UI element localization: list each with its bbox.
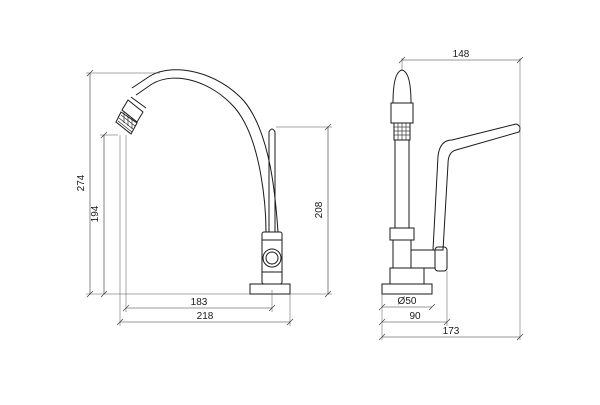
spout-tube-inner — [131, 69, 279, 233]
dim-total-reach-label: 218 — [197, 311, 214, 322]
front-handle-lever — [432, 123, 521, 251]
spout-nozzle-collar — [130, 96, 147, 109]
front-valve-cap — [434, 246, 448, 272]
valve-cap-inner — [265, 251, 279, 265]
handle-lever — [268, 128, 276, 232]
spout-nozzle — [121, 99, 144, 123]
spout-tube-outer — [135, 77, 267, 233]
front-base-plate — [381, 283, 433, 295]
dim-overall-width-label: 173 — [443, 326, 460, 337]
front-spout-top — [392, 69, 412, 104]
side-view — [115, 69, 291, 295]
dim-outlet-height-label: 194 — [90, 205, 101, 222]
dim-base-diameter-label: Ø50 — [398, 296, 417, 307]
dim-total-height-label: 274 — [76, 174, 87, 191]
front-aerator-grip-lines — [394, 123, 410, 140]
front-spout-tube — [394, 139, 410, 241]
dim-handle-height-label: 208 — [314, 201, 325, 218]
dim-total-width-label: 148 — [453, 49, 470, 60]
front-spout-joint — [390, 102, 414, 124]
front-view — [381, 69, 521, 295]
front-body-lower — [389, 267, 425, 285]
front-view-dimensions: 148 Ø50 90 173 — [378, 49, 524, 341]
dim-body-width-label: 90 — [409, 311, 421, 322]
front-body-collar — [389, 227, 415, 241]
front-valve-stem — [410, 249, 436, 269]
side-view-dimensions: 274 194 208 183 218 — [76, 69, 332, 326]
dim-spout-reach-label: 183 — [191, 297, 208, 308]
aerator-grip-lines — [117, 112, 136, 133]
side-base-plate — [249, 283, 291, 295]
front-body-mid — [392, 239, 412, 269]
